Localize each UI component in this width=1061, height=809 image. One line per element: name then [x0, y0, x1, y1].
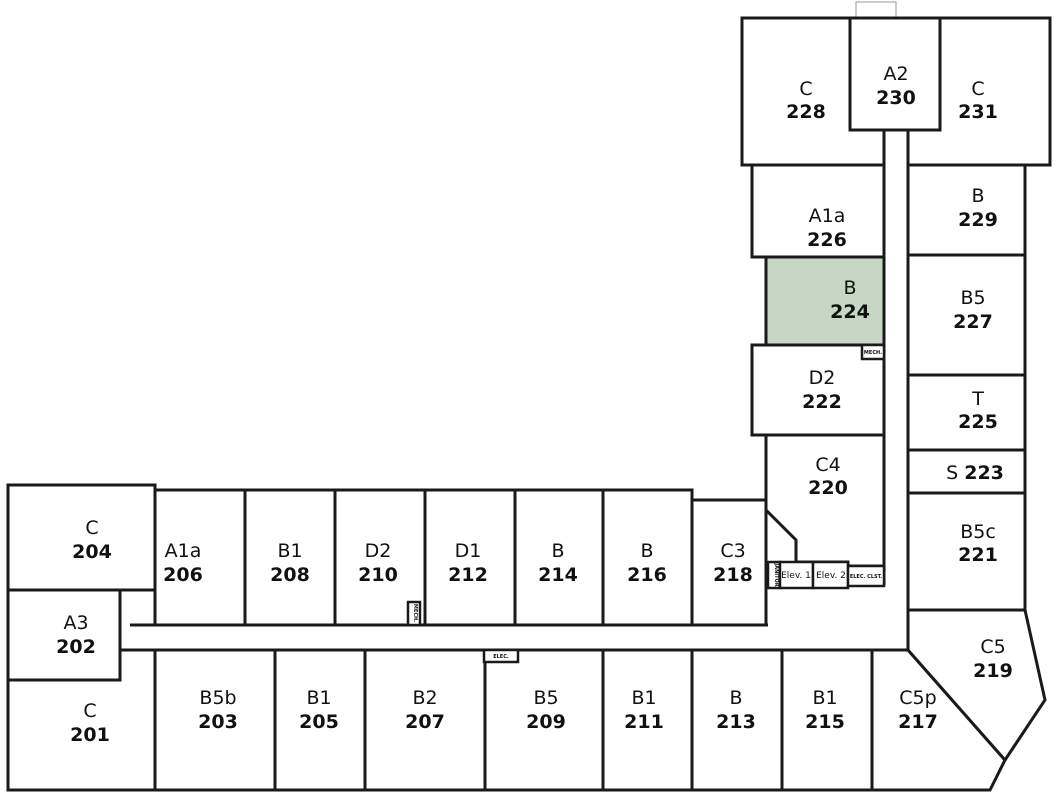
mech-room-top	[860, 343, 886, 361]
mech-top-label: MECH.	[864, 350, 882, 356]
unit-213-type: B	[729, 687, 742, 709]
unit-224-number: 224	[830, 301, 870, 323]
unit-202[interactable]	[6, 588, 122, 682]
unit-209-number: 209	[526, 711, 566, 733]
elevator-2-label: Elev. 2	[816, 571, 846, 581]
unit-220-type: C4	[815, 454, 840, 476]
janitor-label: JANITOR	[773, 562, 779, 586]
unit-218-number: 218	[713, 564, 753, 586]
unit-211-type: B1	[631, 687, 656, 709]
elec-room	[482, 648, 520, 664]
unit-231-number: 231	[958, 101, 998, 123]
unit-215-number: 215	[805, 711, 845, 733]
unit-207-number: 207	[405, 711, 445, 733]
unit-229-type: B	[971, 185, 984, 207]
unit-226-type: A1a	[809, 205, 846, 227]
unit-227-number: 227	[953, 311, 993, 333]
unit-203-type: B5b	[199, 687, 236, 709]
unit-214-number: 214	[538, 564, 578, 586]
unit-218-type: C3	[720, 540, 745, 562]
unit-225-type: T	[971, 388, 984, 410]
unit-223-label: S 223	[946, 462, 1004, 484]
unit-213-number: 213	[716, 711, 756, 733]
unit-204-type: C	[85, 517, 98, 539]
unit-208-number: 208	[270, 564, 310, 586]
unit-201-type: C	[83, 700, 96, 722]
unit-228-number: 228	[786, 101, 826, 123]
unit-202-type: A3	[63, 612, 88, 634]
unit-201-number: 201	[70, 724, 110, 746]
unit-219-type: C5	[980, 636, 1005, 658]
unit-229-number: 229	[958, 209, 998, 231]
unit-206-number: 206	[163, 564, 203, 586]
unit-205-number: 205	[299, 711, 339, 733]
unit-217-type: C5p	[899, 687, 936, 709]
mech-room-bottom	[406, 600, 422, 627]
unit-217-number: 217	[898, 711, 938, 733]
balcony	[855, 1, 897, 19]
unit-215-type: B1	[812, 687, 837, 709]
unit-230-number: 230	[876, 87, 916, 109]
unit-type: S	[946, 462, 964, 484]
unit-202-number: 202	[56, 636, 96, 658]
unit-231-type: C	[971, 78, 984, 100]
mech-bottom-label: MECH.	[412, 604, 418, 622]
elevator-2[interactable]	[811, 560, 850, 590]
unit-number: 223	[964, 462, 1004, 484]
unit-210-number: 210	[358, 564, 398, 586]
unit-210-type: D2	[365, 540, 392, 562]
elec-closet	[846, 564, 886, 588]
unit-224-type: B	[843, 277, 856, 299]
unit-221-number: 221	[958, 544, 998, 566]
unit-217[interactable]	[870, 648, 1007, 792]
unit-230-type: A2	[883, 63, 908, 85]
elevator-1[interactable]	[778, 560, 815, 590]
unit-214-type: B	[551, 540, 564, 562]
unit-216-number: 216	[627, 564, 667, 586]
elec-label: ELEC.	[493, 654, 509, 660]
unit-209-type: B5	[533, 687, 558, 709]
unit-228-type: C	[799, 78, 812, 100]
unit-222-number: 222	[802, 391, 842, 413]
unit-208-type: B1	[277, 540, 302, 562]
unit-211-number: 211	[624, 711, 664, 733]
unit-222-type: D2	[809, 367, 836, 389]
unit-205-type: B1	[306, 687, 331, 709]
unit-226-number: 226	[807, 229, 847, 251]
unit-207-type: B2	[412, 687, 437, 709]
unit-227-type: B5	[960, 287, 985, 309]
unit-204-number: 204	[72, 541, 112, 563]
elec-closet-label: ELEC. CLST.	[850, 574, 882, 580]
unit-225-number: 225	[958, 411, 998, 433]
unit-204[interactable]	[6, 483, 157, 592]
unit-212-type: D1	[455, 540, 482, 562]
unit-219-number: 219	[973, 660, 1013, 682]
unit-221-type: B5c	[960, 521, 996, 543]
unit-216-type: B	[640, 540, 653, 562]
unit-218[interactable]	[690, 498, 768, 627]
elevator-1-label: Elev. 1	[781, 571, 811, 581]
unit-212-number: 212	[448, 564, 488, 586]
unit-203-number: 203	[198, 711, 238, 733]
unit-206-type: A1a	[165, 540, 202, 562]
unit-220-number: 220	[808, 477, 848, 499]
